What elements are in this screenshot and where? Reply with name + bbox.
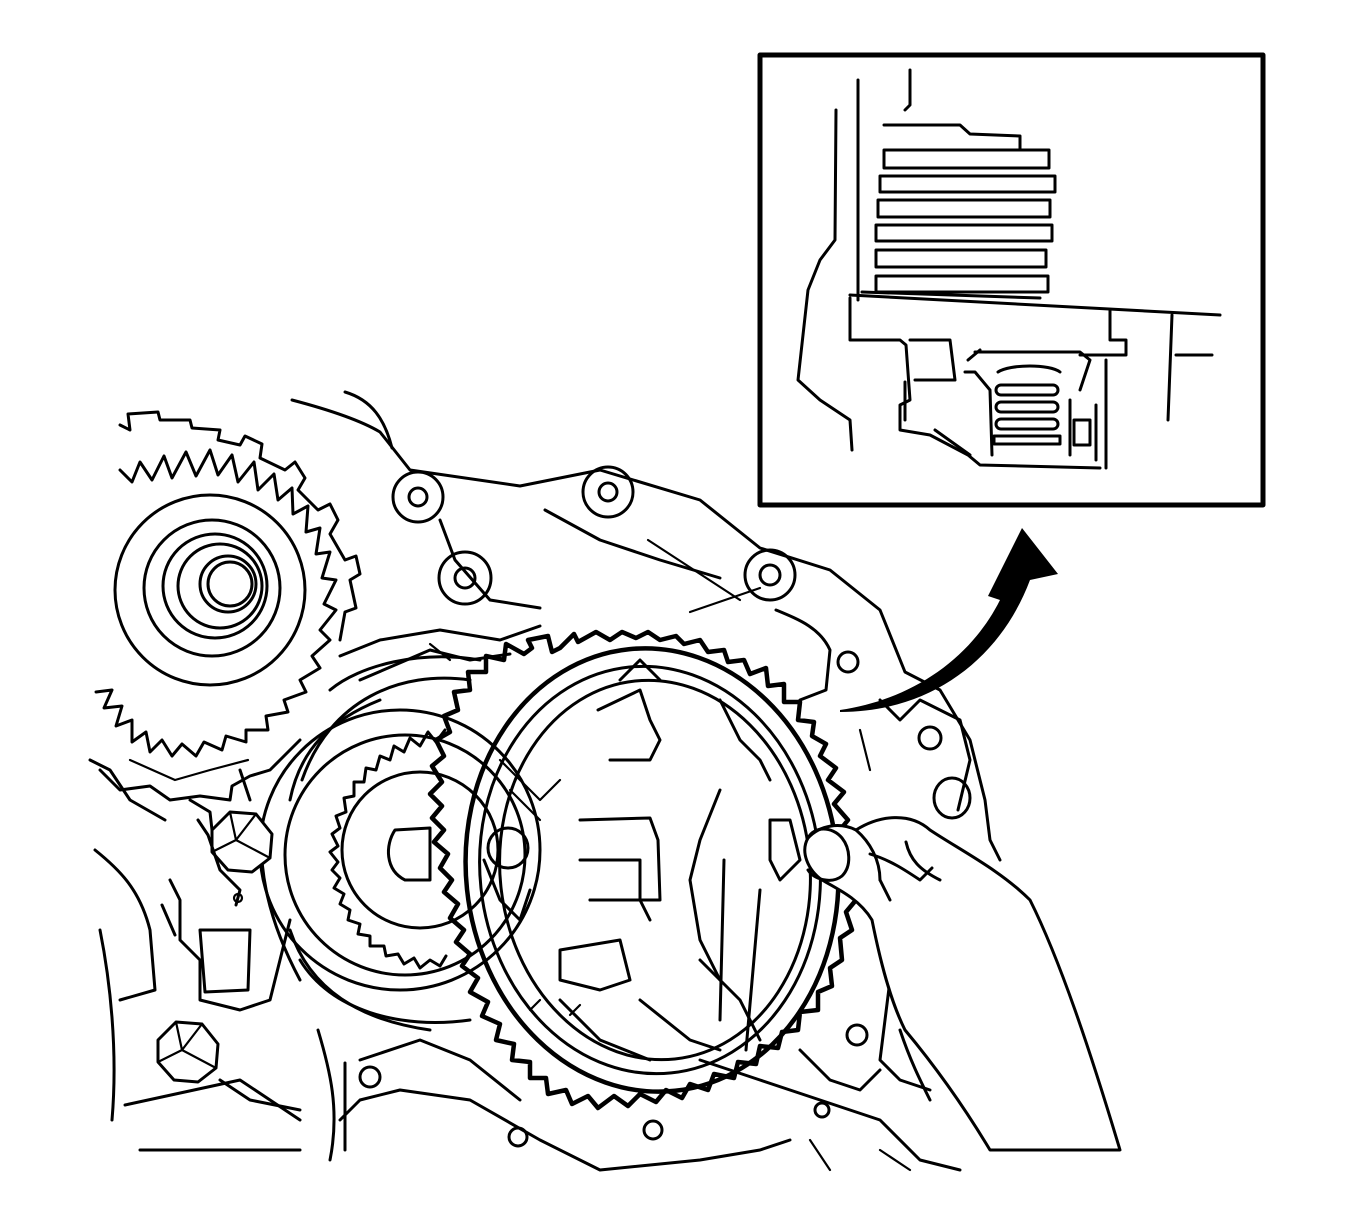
callout-arrow [840, 528, 1058, 712]
bolt-icon-upper [188, 798, 274, 907]
bolt-icon-lower [156, 1020, 220, 1084]
detail-inset [757, 52, 1266, 508]
planetary-gear [238, 624, 542, 1032]
hand [803, 816, 1122, 1152]
mounting-bolts [156, 798, 302, 1112]
drive-gear-upper-left [94, 410, 362, 802]
transaxle-case [88, 390, 1002, 1172]
